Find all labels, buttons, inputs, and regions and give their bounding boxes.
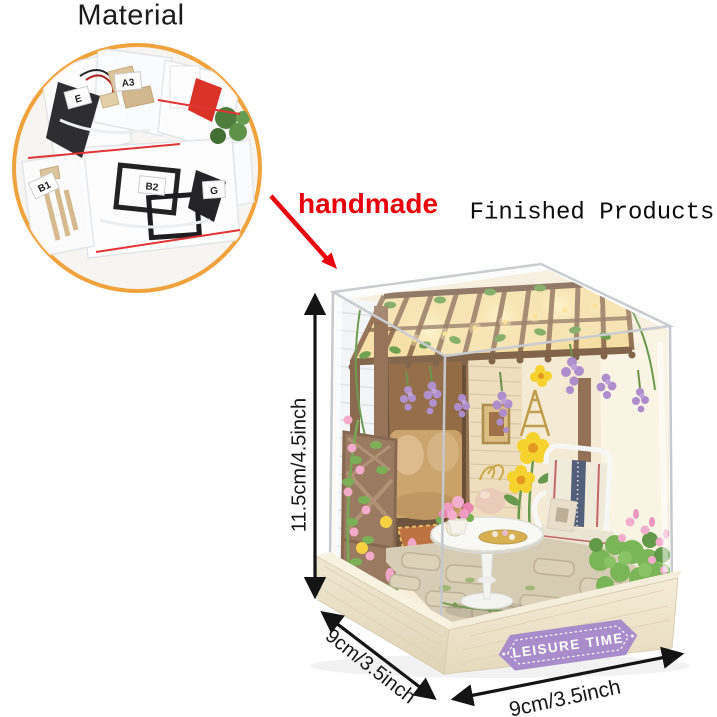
svg-text:A3: A3 [121, 77, 135, 89]
handmade-arrow-icon [269, 194, 337, 269]
table-bouquet [436, 496, 474, 535]
finished-products-label: Finished Products [469, 199, 715, 227]
grape-clusters [400, 343, 649, 433]
material-photo: E A3 B1 B2 G [12, 43, 262, 293]
bag-label-a3: A3 [113, 71, 143, 92]
fairy-lights [409, 300, 601, 346]
svg-text:B2: B2 [145, 181, 159, 193]
eiffel-tower-figurine [519, 389, 551, 437]
table [430, 496, 544, 619]
gold-tray [478, 529, 528, 545]
svg-text:E: E [74, 93, 84, 105]
svg-text:G: G [210, 186, 219, 198]
bag-label-e: E [63, 85, 93, 110]
height-dimension-label: 11.5cm/4.5inch [288, 397, 311, 533]
dimension-arrows [303, 292, 685, 707]
acrylic-display-box [328, 262, 675, 630]
depth-arrow [320, 610, 437, 701]
finished-product: LEISURE TIME [310, 262, 690, 678]
kit-red-piece [188, 78, 222, 122]
bag-label-b1: B1 [27, 171, 60, 200]
material-label: Material [77, 0, 185, 32]
svg-text:B1: B1 [37, 179, 54, 195]
bag-label-b2: B2 [137, 175, 167, 196]
wire-ornament [479, 464, 505, 481]
width-arrow [450, 646, 685, 707]
kit-foliage [210, 107, 250, 144]
handmade-label: handmade [297, 188, 439, 219]
bag-label-g: G [201, 179, 227, 200]
